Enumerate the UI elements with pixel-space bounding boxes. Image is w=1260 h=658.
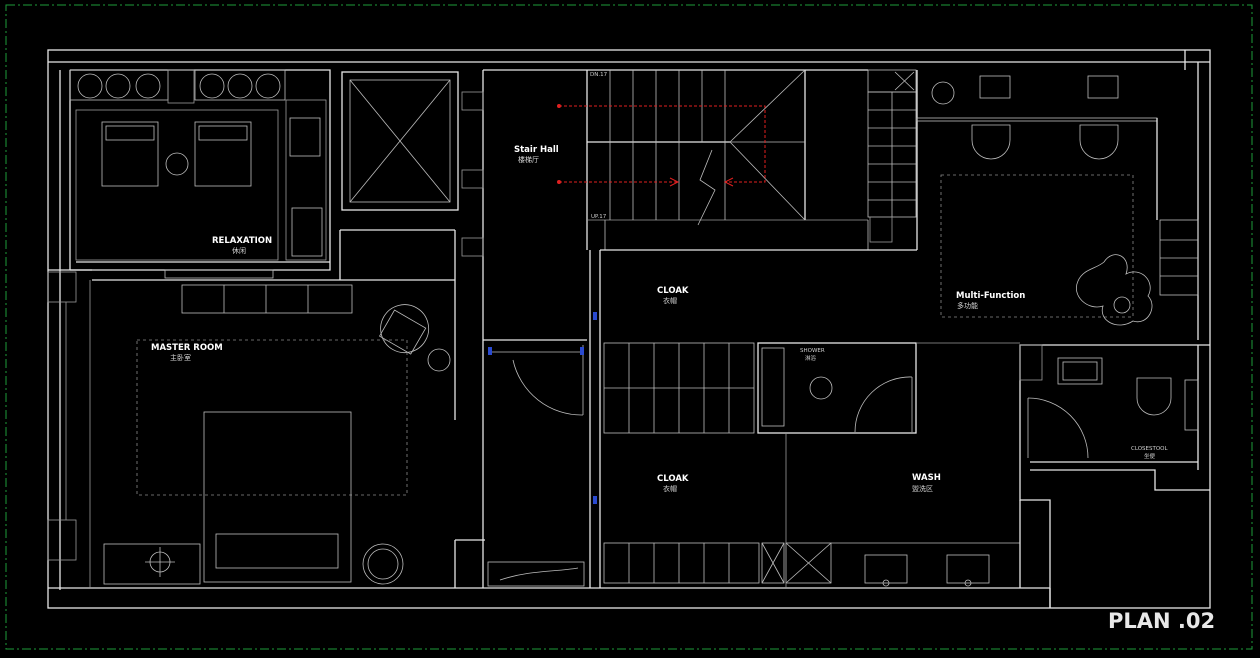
plan-title: PLAN .02: [1108, 609, 1215, 633]
stair-hall-label-cn: 楼梯厅: [518, 155, 539, 164]
shower-label-cn: 淋浴: [805, 354, 817, 362]
master-room-label: MASTER ROOM: [151, 343, 223, 353]
wash-area: [785, 433, 1051, 608]
cloak-label-lower-cn: 衣帽: [663, 484, 677, 493]
shower-label: SHOWER: [800, 348, 825, 354]
stair-dn-mark: DN.17: [590, 72, 608, 78]
relaxation-room: [69, 69, 330, 263]
cloak-label-upper: CLOAK: [657, 286, 689, 296]
multi-function-label: Multi-Function: [956, 291, 1025, 301]
sheet-frame: [5, 4, 1253, 650]
multi-function-label-cn: 多功能: [957, 301, 978, 310]
relaxation-label-cn: 休闲: [232, 246, 246, 255]
shaft: [341, 71, 459, 211]
multi-function-room: [867, 69, 1199, 344]
stair-direction-arrows: [559, 105, 766, 187]
shower-room: [757, 342, 917, 434]
closestool-label: CLOSESTOOL: [1131, 446, 1169, 452]
closestool-label-cn: 坐便: [1144, 452, 1156, 460]
stair-hall: [461, 69, 869, 588]
relaxation-label: RELAXATION: [212, 236, 272, 246]
master-room-label-cn: 主卧室: [170, 353, 191, 362]
wash-label-cn: 盥洗区: [912, 484, 933, 493]
wash-label: WASH: [912, 473, 941, 483]
cloak-area: [488, 249, 917, 588]
cloak-label-lower: CLOAK: [657, 474, 689, 484]
stair-hall-label: Stair Hall: [514, 145, 559, 155]
cloak-label-upper-cn: 衣帽: [663, 296, 677, 305]
closestool-room: [1019, 344, 1199, 463]
exterior-walls: [47, 49, 1211, 609]
master-room: [47, 229, 485, 588]
stair-up-mark: UP.17: [591, 214, 607, 220]
